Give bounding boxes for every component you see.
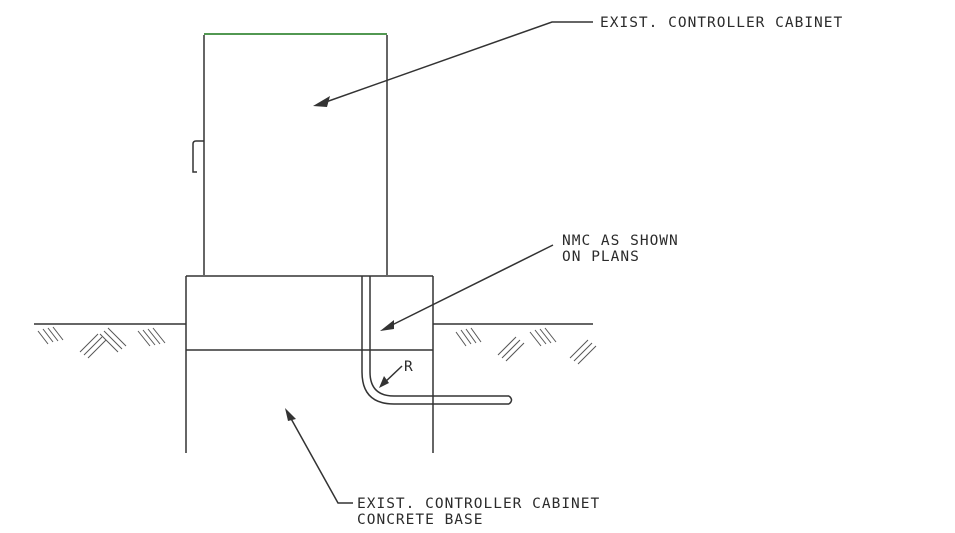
radius-leader <box>379 365 403 388</box>
earth-hatch-right <box>455 327 597 365</box>
base-label-line1: EXIST. CONTROLLER CABINET <box>357 496 600 512</box>
base-leader <box>285 408 353 504</box>
cabinet-label: EXIST. CONTROLLER CABINET <box>600 15 843 31</box>
nmc-conduit <box>361 276 513 405</box>
nmc-leader <box>380 244 554 331</box>
base-label-line2: CONCRETE BASE <box>357 512 484 528</box>
nmc-label-line2: ON PLANS <box>562 249 640 265</box>
cabinet-leader <box>313 21 593 107</box>
controller-cabinet <box>192 33 388 275</box>
cabinet-handle <box>192 140 204 173</box>
earth-hatch-left <box>37 326 166 359</box>
concrete-base <box>185 275 434 453</box>
conduit-end-cap <box>508 395 513 405</box>
radius-label: R <box>404 359 414 375</box>
nmc-label-line1: NMC AS SHOWN <box>562 233 679 249</box>
